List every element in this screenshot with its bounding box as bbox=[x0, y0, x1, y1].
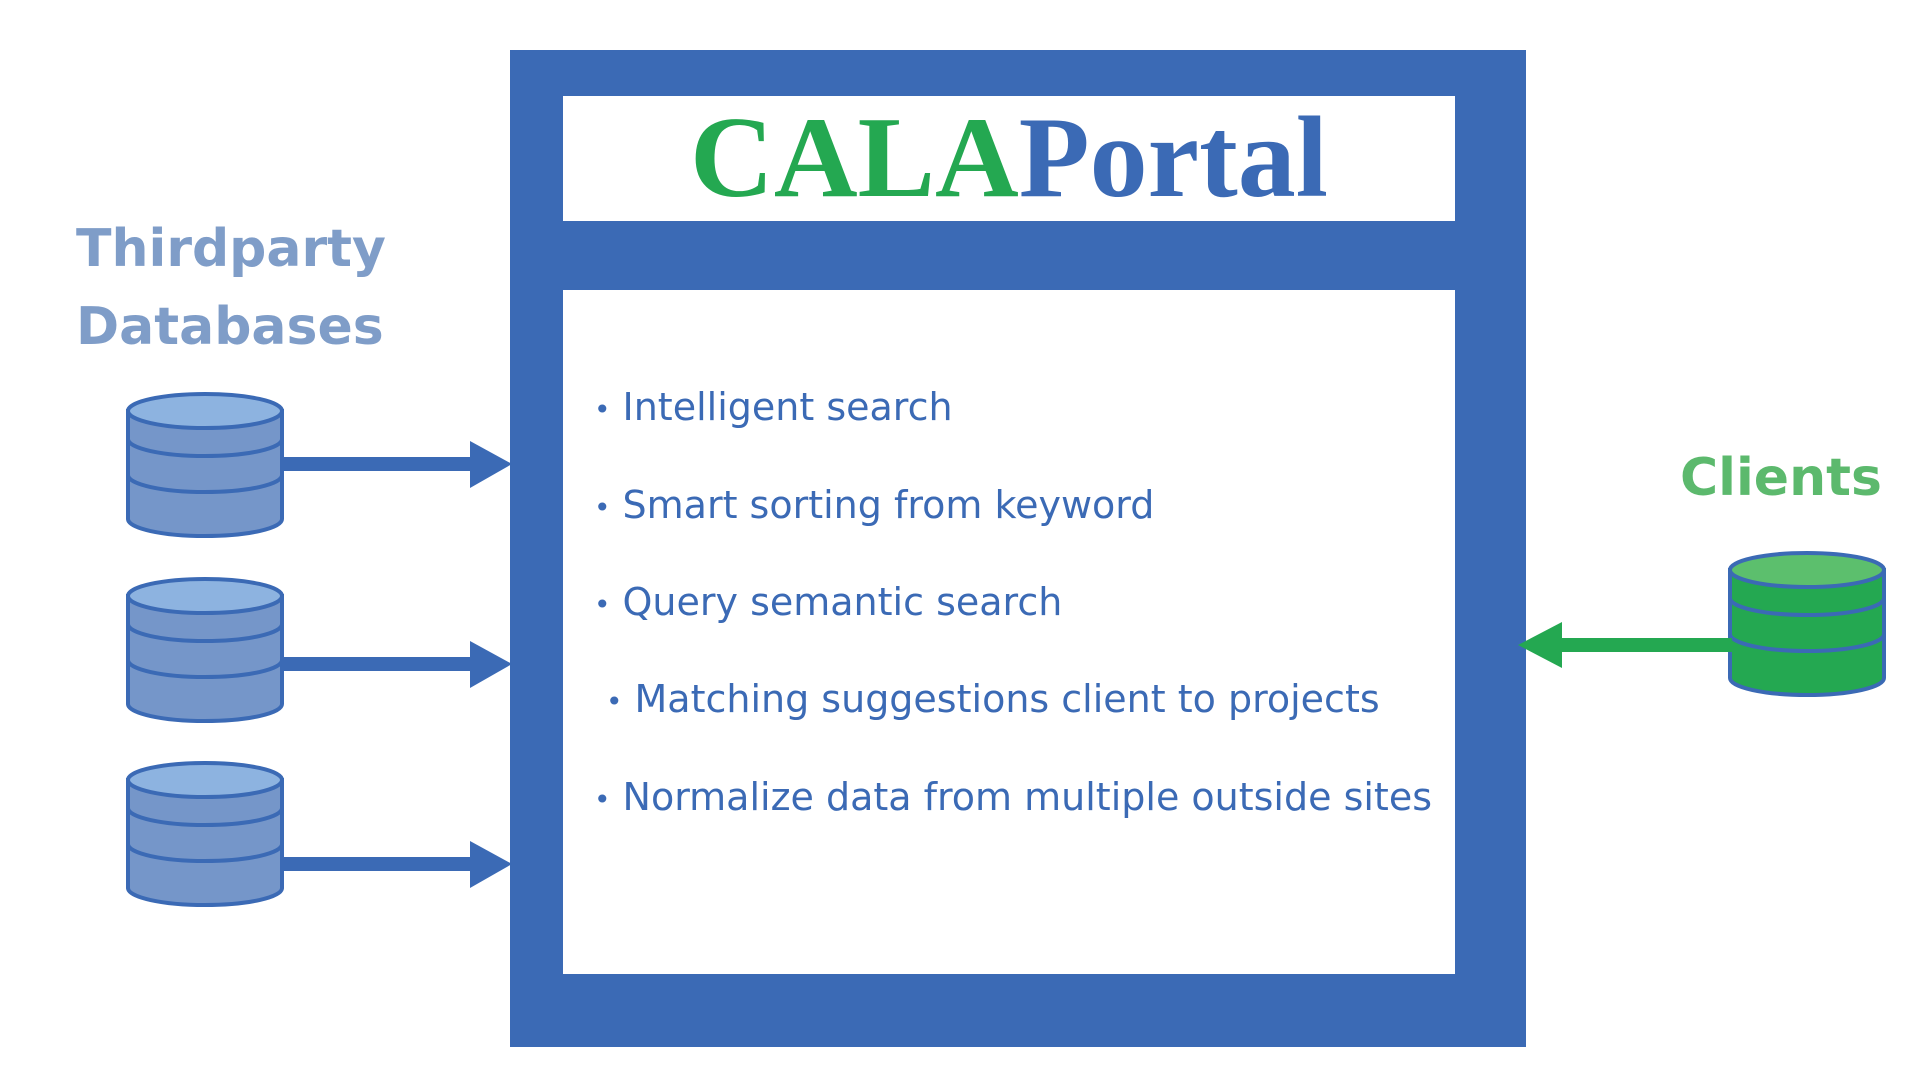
arrow-left-icon bbox=[1518, 622, 1732, 668]
feature-item: •Matching suggestions client to projects bbox=[606, 677, 1380, 721]
database-icon bbox=[126, 761, 284, 907]
bullet-icon: • bbox=[594, 393, 611, 426]
bullet-icon: • bbox=[594, 588, 611, 621]
bullet-icon: • bbox=[594, 783, 611, 816]
arrow-right-icon bbox=[282, 841, 512, 888]
database-icon bbox=[126, 577, 284, 723]
portal-feature-box: •Intelligent search •Smart sorting from … bbox=[563, 290, 1455, 974]
arrow-right-icon bbox=[282, 641, 512, 688]
heading-line-2: Databases bbox=[76, 297, 384, 357]
portal-title-box: CALAPortal bbox=[563, 96, 1455, 221]
feature-item: •Query semantic search bbox=[594, 580, 1063, 624]
database-icon bbox=[126, 392, 284, 538]
feature-item: •Normalize data from multiple outside si… bbox=[594, 775, 1433, 819]
portal-title-portal: Portal bbox=[1018, 94, 1328, 222]
bullet-icon: • bbox=[594, 491, 611, 524]
portal-title-cala: CALA bbox=[690, 94, 1019, 222]
portal-title: CALAPortal bbox=[690, 96, 1328, 221]
thirdparty-databases-heading: Thirdparty Databases bbox=[76, 210, 386, 366]
feature-item: •Smart sorting from keyword bbox=[594, 483, 1155, 527]
arrow-right-icon bbox=[282, 441, 512, 488]
feature-item: •Intelligent search bbox=[594, 385, 953, 429]
bullet-icon: • bbox=[606, 685, 623, 718]
clients-heading: Clients bbox=[1680, 448, 1882, 508]
database-icon bbox=[1728, 551, 1886, 697]
heading-line-1: Thirdparty bbox=[76, 219, 386, 279]
